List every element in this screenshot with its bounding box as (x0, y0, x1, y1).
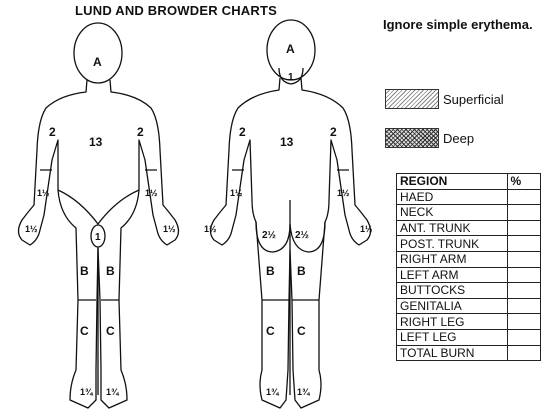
region-cell: TOTAL BURN (397, 345, 508, 361)
front-label-hand-r: 1½ (25, 224, 38, 234)
back-label-upper-arm-r: 2 (239, 125, 246, 139)
front-label-leg-l: C (106, 324, 115, 338)
percent-cell[interactable] (507, 298, 541, 314)
table-row: POST. TRUNK (397, 236, 541, 252)
percent-cell[interactable] (507, 205, 541, 221)
back-label-upper-arm-l: 2 (330, 125, 337, 139)
percent-cell[interactable] (507, 220, 541, 236)
front-label-trunk: 13 (89, 135, 103, 149)
table-row: ANT. TRUNK (397, 220, 541, 236)
percent-cell[interactable] (507, 189, 541, 205)
superficial-swatch (385, 89, 439, 109)
front-head (74, 23, 122, 83)
header-percent: % (507, 174, 541, 190)
back-label-thigh-l: B (297, 264, 306, 278)
erythema-note: Ignore simple erythema. (383, 18, 533, 32)
back-label-buttock-r: 2½ (262, 230, 276, 241)
region-cell: RIGHT ARM (397, 251, 508, 267)
back-label-buttock-l: 2½ (295, 230, 309, 241)
legend-label-superficial: Superficial (443, 92, 504, 107)
table-row: HAED (397, 189, 541, 205)
back-label-foot-l: 1¾ (297, 387, 311, 397)
table-row: LEFT ARM (397, 267, 541, 283)
region-cell: BUTTOCKS (397, 283, 508, 299)
percent-cell[interactable] (507, 267, 541, 283)
front-figure (19, 23, 179, 408)
region-cell: LEFT LEG (397, 329, 508, 345)
front-label-forearm-r: 1½ (37, 188, 50, 198)
back-label-hand-l: 1½ (360, 224, 373, 234)
region-cell: LEFT ARM (397, 267, 508, 283)
front-label-leg-r: C (80, 324, 89, 338)
percent-cell[interactable] (507, 283, 541, 299)
back-label-trunk: 13 (280, 135, 294, 149)
front-label-upper-arm-r: 2 (49, 125, 56, 139)
legend-deep: Deep (385, 127, 474, 149)
region-cell: NECK (397, 205, 508, 221)
table-row: BUTTOCKS (397, 283, 541, 299)
region-table: REGION % HAED NECK ANT. TRUNK POST. TRUN… (396, 173, 541, 361)
table-row: NECK (397, 205, 541, 221)
region-cell: HAED (397, 189, 508, 205)
back-label-thigh-r: B (266, 264, 275, 278)
percent-cell[interactable] (507, 329, 541, 345)
deep-swatch (385, 128, 439, 148)
front-label-thigh-r: B (80, 264, 89, 278)
table-header-row: REGION % (397, 174, 541, 190)
region-cell: ANT. TRUNK (397, 220, 508, 236)
back-label-leg-r: C (266, 324, 275, 338)
percent-cell[interactable] (507, 236, 541, 252)
front-label-forearm-l: 1½ (145, 188, 158, 198)
legend-label-deep: Deep (443, 131, 474, 146)
percent-cell[interactable] (507, 251, 541, 267)
back-label-head: A (286, 42, 295, 56)
table-row: RIGHT LEG (397, 314, 541, 330)
front-label-upper-arm-l: 2 (137, 125, 144, 139)
front-label-hand-l: 1½ (163, 224, 176, 234)
front-label-foot-l: 1¾ (106, 387, 120, 397)
percent-cell[interactable] (507, 314, 541, 330)
back-label-forearm-l: 1½ (337, 188, 350, 198)
region-cell: RIGHT LEG (397, 314, 508, 330)
table-row: TOTAL BURN (397, 345, 541, 361)
back-label-neck: 1 (288, 72, 294, 83)
back-label-foot-r: 1¾ (266, 387, 280, 397)
back-label-forearm-r: 1½ (230, 188, 243, 198)
front-label-head: A (93, 55, 102, 69)
table-row: LEFT LEG (397, 329, 541, 345)
percent-cell[interactable] (507, 345, 541, 361)
region-cell: GENITALIA (397, 298, 508, 314)
header-region: REGION (397, 174, 508, 190)
back-label-hand-r: 1½ (204, 224, 217, 234)
table-row: RIGHT ARM (397, 251, 541, 267)
legend-superficial: Superficial (385, 88, 504, 110)
region-cell: POST. TRUNK (397, 236, 508, 252)
table-row: GENITALIA (397, 298, 541, 314)
front-label-genitalia: 1 (95, 232, 101, 243)
back-label-leg-l: C (297, 324, 306, 338)
front-label-thigh-l: B (106, 264, 115, 278)
front-label-foot-r: 1¾ (80, 387, 94, 397)
